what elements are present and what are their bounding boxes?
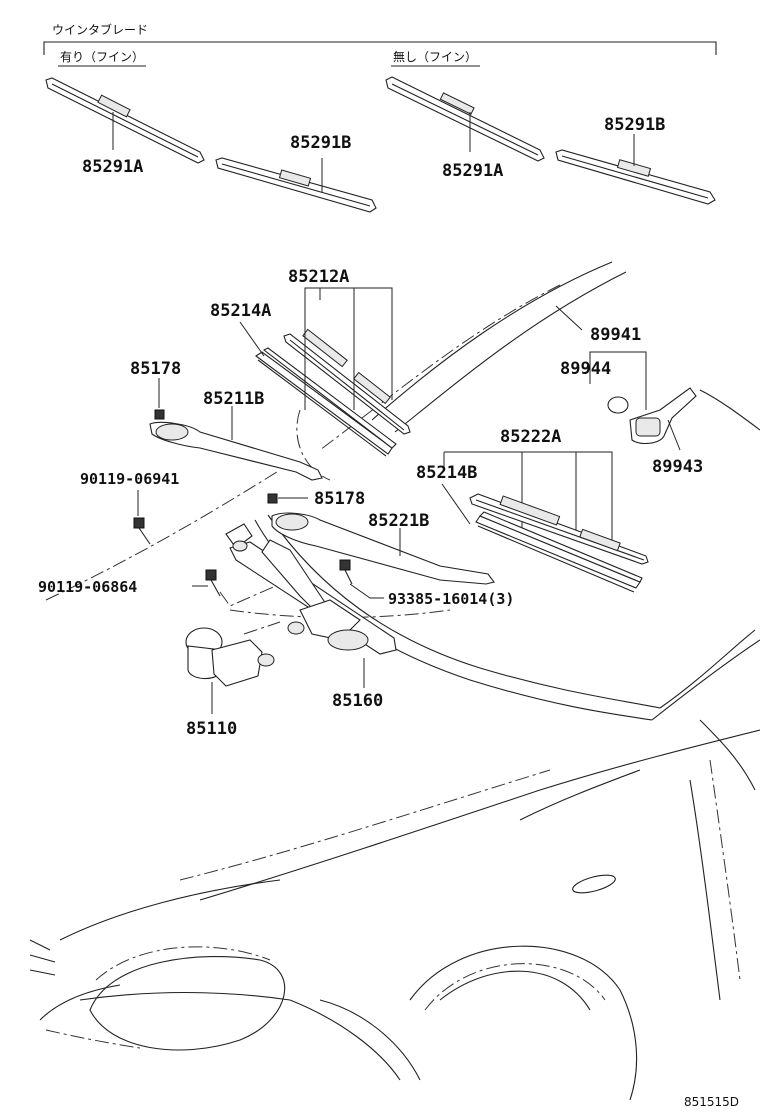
linkage-85160 <box>225 523 397 688</box>
label-85214A: 85214A <box>210 301 271 321</box>
arm-85211B <box>149 406 323 481</box>
rubber-85214B <box>475 511 643 593</box>
label-85212A: 85212A <box>288 267 349 287</box>
bolt-90119-06941 <box>133 490 151 545</box>
label-85291A-right: 85291A <box>442 161 503 181</box>
washer-nozzle-parts <box>607 387 697 451</box>
blade-85212A <box>283 328 411 435</box>
blade-85291B-with-fin <box>215 157 377 213</box>
label-85110: 85110 <box>186 719 237 739</box>
blade-85222A <box>469 493 649 565</box>
section-title: ウインタブレード <box>52 22 148 37</box>
label-85178-lower: 85178 <box>314 489 365 509</box>
label-90119-06941: 90119-06941 <box>80 470 179 488</box>
label-85221B: 85221B <box>368 511 429 531</box>
label-89944: 89944 <box>560 359 611 379</box>
blade-85291A-no-fin <box>385 76 545 162</box>
blade-85291B-no-fin <box>555 134 716 205</box>
label-85178-upper: 85178 <box>130 359 181 379</box>
label-93385-16014: 93385-16014(3) <box>388 590 514 608</box>
label-85211B: 85211B <box>203 389 264 409</box>
header-bracket: ウインタブレード 有り（フイン） 無し（フイン） <box>43 22 717 67</box>
bolt-93385-16014 <box>339 559 384 599</box>
nut-85178-lower <box>267 493 308 504</box>
label-90119-06864: 90119-06864 <box>38 578 137 596</box>
label-85214B: 85214B <box>416 463 477 483</box>
label-85291B-right: 85291B <box>604 115 665 135</box>
bolt-90119-06864 <box>192 569 221 597</box>
nut-85178-upper <box>154 378 165 420</box>
motor-85110 <box>185 627 275 714</box>
car-body-outline <box>29 261 760 1101</box>
figure-id: 851515D <box>684 1095 739 1109</box>
label-85160: 85160 <box>332 691 383 711</box>
label-89943: 89943 <box>652 457 703 477</box>
arm-85221B <box>271 512 495 585</box>
without-fin-label: 無し（フイン） <box>393 49 477 64</box>
label-85222A: 85222A <box>500 427 561 447</box>
label-89941: 89941 <box>590 325 641 345</box>
label-85291B-left: 85291B <box>290 133 351 153</box>
blade-85291A-with-fin <box>45 77 205 164</box>
label-85291A-left: 85291A <box>82 157 143 177</box>
rubber-85214A <box>255 347 397 457</box>
with-fin-label: 有り（フイン） <box>60 50 144 64</box>
